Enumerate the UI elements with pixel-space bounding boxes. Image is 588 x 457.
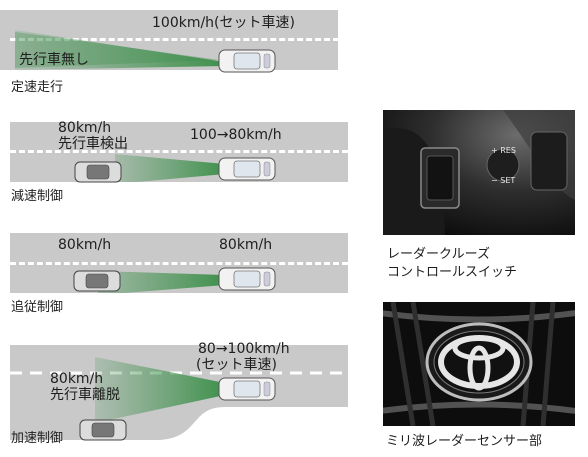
caption-following: 追従制御 bbox=[11, 300, 64, 315]
leading-speed-label: 80km/h bbox=[58, 120, 112, 136]
lane-line bbox=[10, 38, 348, 41]
lane-line bbox=[10, 262, 348, 265]
leading-speed-label: 80km/h bbox=[50, 371, 104, 387]
radar-beam bbox=[115, 154, 225, 182]
radar-beam bbox=[95, 357, 225, 423]
own-car bbox=[218, 49, 276, 73]
lane-line bbox=[10, 150, 348, 153]
own-car bbox=[218, 267, 276, 291]
radar-sensor-photo bbox=[383, 302, 575, 426]
toyota-emblem-image bbox=[383, 302, 575, 426]
departing-car bbox=[79, 419, 127, 441]
caption-constant: 定速走行 bbox=[11, 80, 64, 95]
no-leading-car-label: 先行車無し bbox=[19, 52, 89, 68]
own-car bbox=[218, 157, 276, 181]
leading-car bbox=[73, 270, 121, 292]
radar-beam bbox=[15, 30, 225, 70]
own-car bbox=[218, 377, 276, 401]
set-label: − SET bbox=[491, 176, 516, 185]
set-speed-sub-label: (セット車速) bbox=[196, 357, 277, 373]
leading-detected-label: 先行車検出 bbox=[58, 136, 128, 152]
steering-switch-image bbox=[383, 110, 575, 235]
leading-speed-label: 80km/h bbox=[58, 237, 112, 253]
switch-caption-line1: レーダークルーズ bbox=[387, 247, 490, 262]
set-speed-label: 100km/h(セット車速) bbox=[152, 15, 295, 31]
caption-deceleration: 減速制御 bbox=[11, 189, 64, 204]
radar-beam bbox=[98, 271, 225, 293]
own-speed-label: 80km/h bbox=[219, 237, 273, 253]
leading-car bbox=[74, 161, 122, 183]
speed-change-label: 80→100km/h bbox=[198, 341, 290, 357]
caption-acceleration: 加速制御 bbox=[11, 431, 64, 446]
sensor-caption: ミリ波レーダーセンサー部 bbox=[386, 434, 543, 449]
switch-caption-line2: コントロールスイッチ bbox=[387, 265, 518, 280]
res-label: + RES bbox=[491, 146, 516, 155]
cruise-switch-photo: + RES − SET bbox=[383, 110, 575, 235]
speed-change-label: 100→80km/h bbox=[190, 127, 282, 143]
leading-departed-label: 先行車離脱 bbox=[50, 387, 120, 403]
